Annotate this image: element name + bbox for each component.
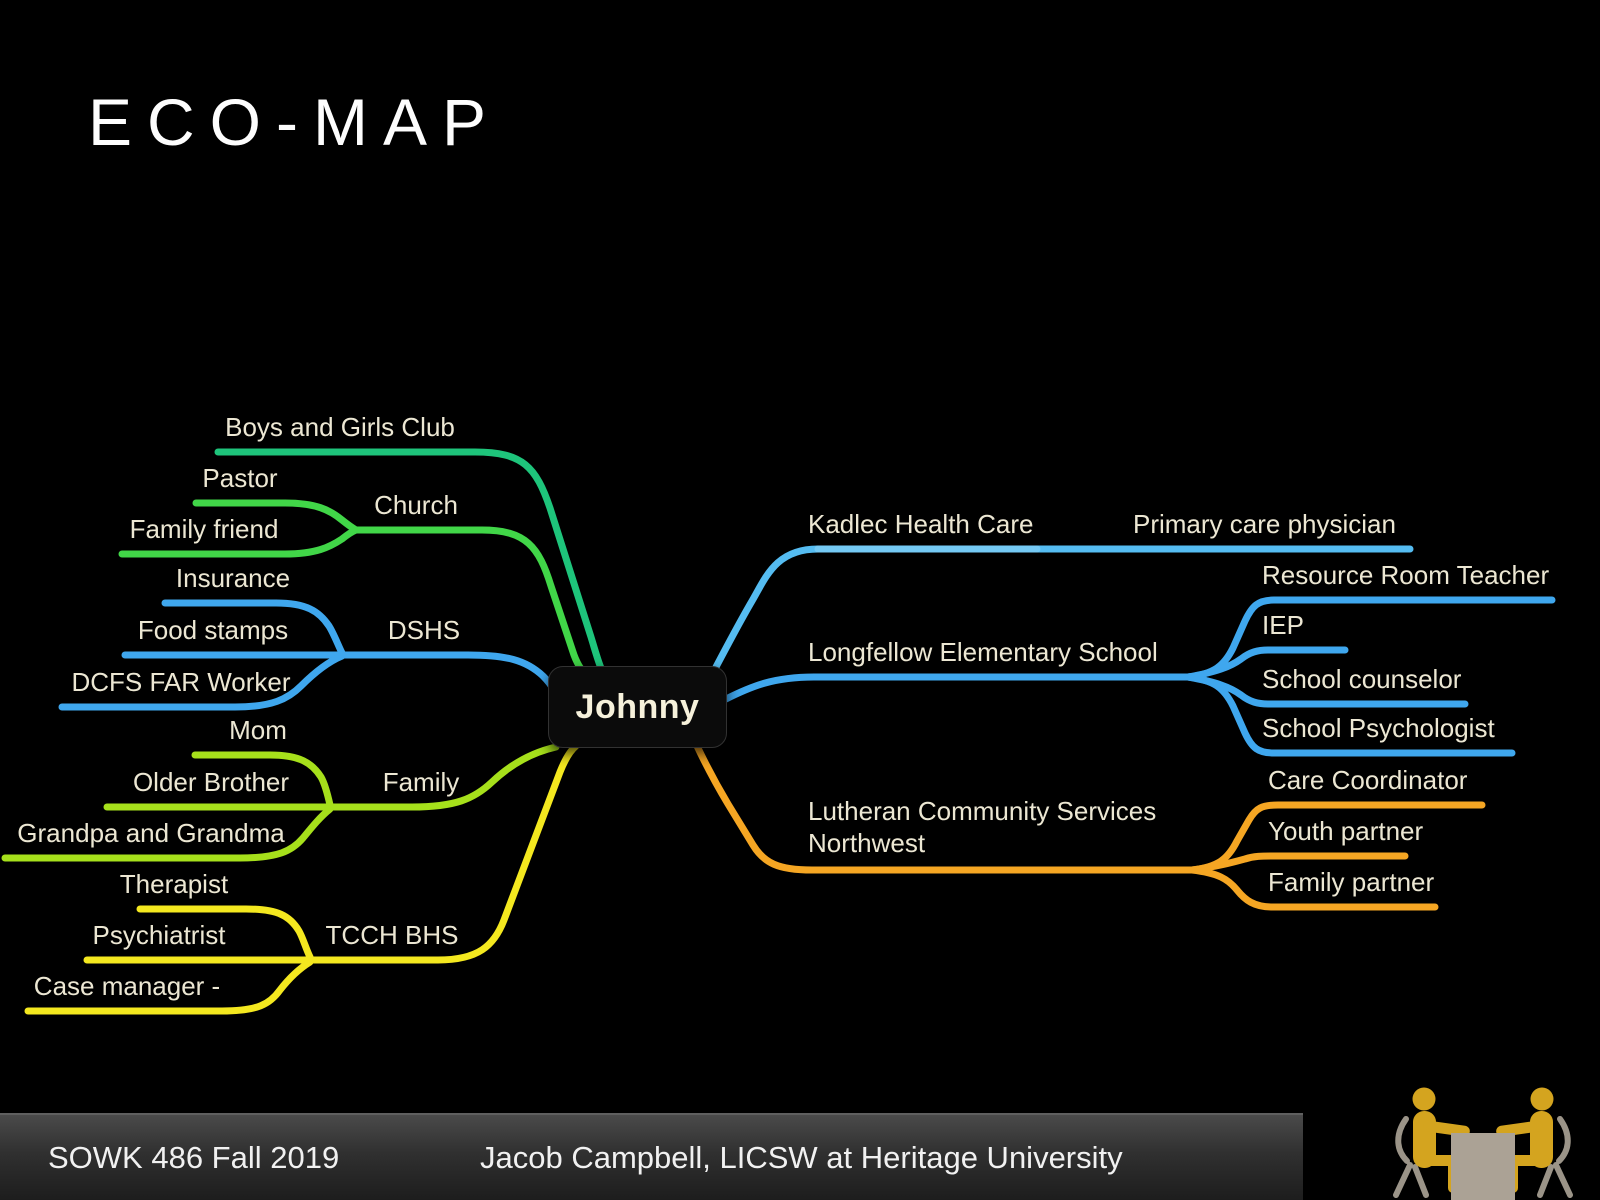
node-label-school-psychologist: School Psychologist: [1262, 713, 1495, 743]
node-label-youth-partner: Youth partner: [1268, 816, 1424, 846]
node-label-church: Church: [374, 490, 458, 520]
branch-line-iep: [1184, 646, 1349, 681]
table-icon: [1451, 1133, 1515, 1200]
branch-line-longfellow: [722, 673, 1192, 703]
center-node-johnny: Johnny: [548, 666, 727, 748]
branch-line-therapist: [136, 905, 314, 961]
node-label-family-partner: Family partner: [1268, 867, 1435, 897]
branch-line-insurance: [161, 599, 346, 657]
node-label-primary-care-physician: Primary care physician: [1133, 509, 1396, 539]
node-label-family: Family: [382, 767, 460, 797]
node-label-food-stamps: Food stamps: [137, 615, 289, 645]
branch-line-dshs: [338, 651, 557, 693]
branch-line-pastor: [192, 499, 360, 534]
person-arm-icon: [1423, 1120, 1470, 1137]
branch-line-school-psychologist: [1184, 673, 1516, 757]
branch-line-church: [352, 526, 585, 673]
slide-title: ECO-MAP: [88, 85, 502, 159]
node-label-resource-room-teacher: Resource Room Teacher: [1262, 560, 1550, 590]
person-head-icon: [1412, 1087, 1436, 1111]
branch-line-kadlec: [712, 545, 1414, 671]
node-label-lutheran: Lutheran Community Services Northwest: [808, 796, 1157, 858]
node-label-case-manager: Case manager -: [33, 971, 221, 1001]
chair-icon: [1393, 1116, 1429, 1198]
node-label-pastor: Pastor: [202, 463, 278, 493]
branch-line-youth-partner: [1188, 852, 1409, 874]
node-label-longfellow: Longfellow Elementary School: [808, 637, 1158, 667]
footer-bar: SOWK 486 Fall 2019 Jacob Campbell, LICSW…: [0, 1113, 1303, 1200]
branch-line-family-friend: [118, 526, 360, 558]
node-label-boys-girls-club: Boys and Girls Club: [225, 412, 455, 442]
branch-line-tcch: [306, 742, 580, 964]
node-label-therapist: Therapist: [119, 869, 229, 899]
branch-line-dcfs: [58, 652, 346, 711]
node-label-tcch: TCCH BHS: [325, 920, 459, 950]
branch-line-lutheran: [693, 742, 1196, 874]
node-label-iep: IEP: [1262, 610, 1304, 640]
people-meeting-at-table-icon: [1393, 1083, 1578, 1200]
node-label-school-counselor: School counselor: [1262, 664, 1462, 694]
footer-course-text: SOWK 486 Fall 2019: [48, 1139, 340, 1175]
footer-credit-text: Jacob Campbell, LICSW at Heritage Univer…: [480, 1139, 1123, 1175]
node-label-grandparents: Grandpa and Grandma: [17, 818, 285, 848]
seated-person-icon: [1393, 1087, 1470, 1198]
node-label-kadlec: Kadlec Health Care: [808, 509, 1034, 539]
node-label-dshs: DSHS: [387, 615, 461, 645]
branch-line-boys-girls-club: [214, 448, 605, 672]
branch-line-grandparents: [1, 805, 334, 862]
branch-line-case-manager: [24, 958, 314, 1015]
branch-line-mom: [191, 751, 334, 809]
node-label-older-brother: Older Brother: [132, 767, 290, 797]
node-label-insurance: Insurance: [175, 563, 291, 593]
node-label-care-coordinator: Care Coordinator: [1268, 765, 1468, 795]
branch-line-family: [326, 743, 560, 811]
node-label-psychiatrist: Psychiatrist: [92, 920, 226, 950]
center-node-label: Johnny: [575, 687, 700, 726]
node-label-mom: Mom: [229, 715, 287, 745]
node-label-dcfs: DCFS FAR Worker: [71, 667, 291, 697]
branch-line-family-partner: [1188, 866, 1439, 911]
node-label-family-friend: Family friend: [129, 514, 279, 544]
